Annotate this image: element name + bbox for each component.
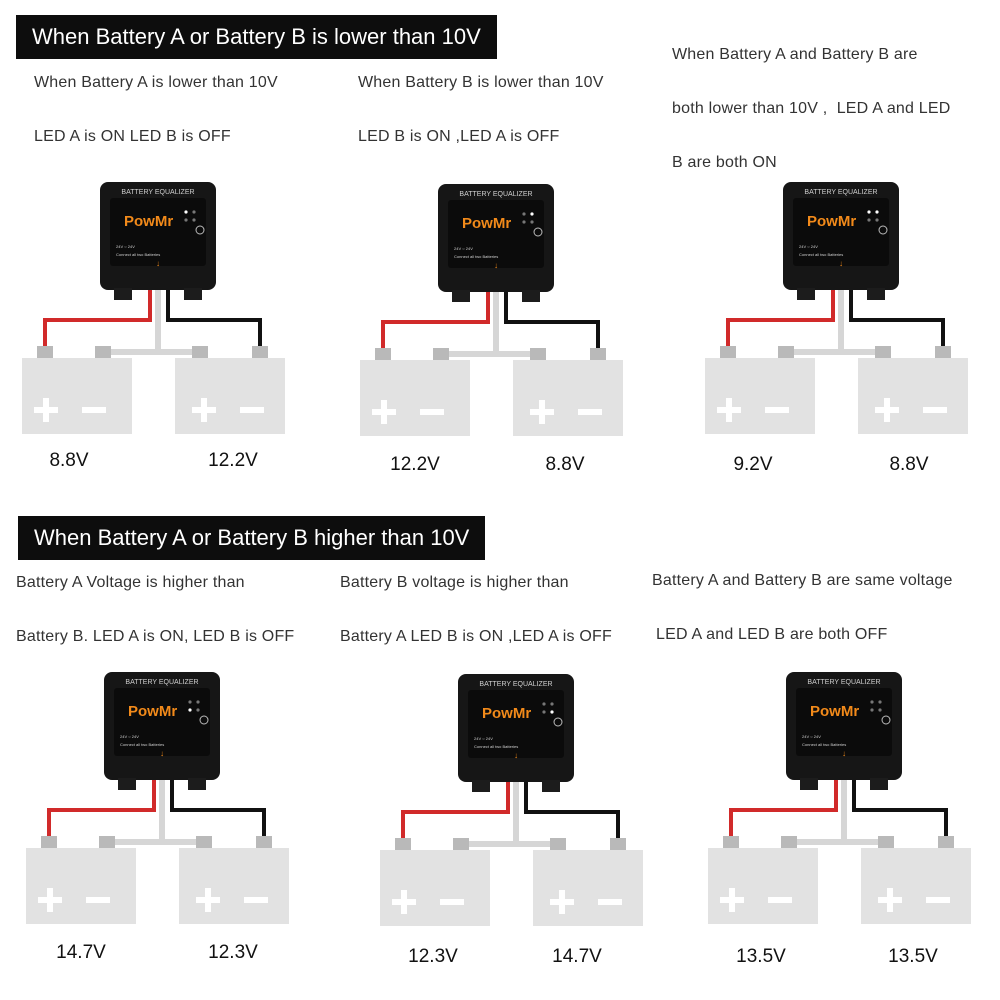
- equalizer-device: BATTERY EQUALIZER PowMr 24V ○ 24V Connec…: [786, 672, 902, 790]
- s1-1-battery-a-voltage: 8.8V: [49, 450, 89, 471]
- battery-a: [705, 346, 815, 434]
- s1-2-diagram: BATTERY EQUALIZER PowMr 24V ○ 24V Connec…: [358, 182, 628, 447]
- negative-wire: [170, 780, 266, 842]
- device-legend-1: 24V ○ 24V: [799, 244, 818, 249]
- s2-3-battery-a-voltage: 13.5V: [736, 946, 786, 967]
- s1-2-caption-line-1: When Battery B is lower than 10V: [358, 74, 604, 91]
- device-header-label: BATTERY EQUALIZER: [804, 189, 877, 196]
- s2-3-battery-b-voltage: 13.5V: [888, 946, 938, 967]
- device-legend-1: 24V ○ 24V: [454, 246, 473, 251]
- s2-2-diagram: BATTERY EQUALIZER PowMr 24V ○ 24V Connec…: [378, 672, 648, 937]
- device-legend-1: 24V ○ 24V: [116, 244, 135, 249]
- device-legend-2: Connect all two Batteries: [474, 744, 518, 749]
- s2-2-caption-line-2: Battery A LED B is ON ,LED A is OFF: [340, 628, 612, 645]
- equalizer-device: BATTERY EQUALIZER PowMr 24V ○ 24V Connec…: [438, 184, 554, 302]
- brand-logo: PowMr: [482, 705, 531, 722]
- section-1-banner: When Battery A or Battery B is lower tha…: [16, 15, 497, 59]
- device-legend-1: 24V ○ 24V: [474, 736, 493, 741]
- s1-2-caption-line-2: LED B is ON ,LED A is OFF: [358, 128, 560, 145]
- equalizer-device: BATTERY EQUALIZER PowMr 24V ○ 24V Connec…: [783, 182, 899, 300]
- s1-3-caption-line-3: B are both ON: [672, 154, 777, 171]
- brand-logo: PowMr: [462, 215, 511, 232]
- s2-3-wiring-svg: BATTERY EQUALIZER PowMr 24V ○ 24V Connec…: [708, 672, 971, 924]
- negative-wire: [524, 782, 620, 844]
- brand-logo: PowMr: [810, 703, 859, 720]
- s2-2-caption-line-1: Battery B voltage is higher than: [340, 574, 569, 591]
- s2-2-battery-a-voltage: 12.3V: [408, 946, 458, 967]
- svg-text:↓: ↓: [160, 749, 164, 758]
- battery-a: [26, 836, 136, 924]
- device-legend-1: 24V ○ 24V: [120, 734, 139, 739]
- s1-1-caption-line-2: LED A is ON LED B is OFF: [34, 128, 231, 145]
- s2-3-caption-line-2: LED A and LED B are both OFF: [656, 626, 888, 643]
- s1-3-battery-a-voltage: 9.2V: [733, 454, 773, 475]
- device-legend-2: Connect all two Batteries: [120, 742, 164, 747]
- positive-wire: [47, 780, 156, 842]
- s2-2-wiring-svg: BATTERY EQUALIZER PowMr 24V ○ 24V Connec…: [380, 674, 643, 926]
- battery-a: [708, 836, 818, 924]
- device-header-label: BATTERY EQUALIZER: [125, 679, 198, 686]
- s2-1-caption-line-1: Battery A Voltage is higher than: [16, 574, 245, 591]
- s1-3-diagram: BATTERY EQUALIZER PowMr 24V ○ 24V Connec…: [703, 180, 973, 445]
- s1-2-battery-b-voltage: 8.8V: [545, 454, 585, 475]
- s1-2-wiring-svg: BATTERY EQUALIZER PowMr 24V ○ 24V Connec…: [360, 184, 623, 436]
- s2-1-battery-a-voltage: 14.7V: [56, 942, 106, 963]
- s1-1-diagram: BATTERY EQUALIZER PowMr 24V ○ 24V Connec…: [20, 180, 290, 445]
- device-header-label: BATTERY EQUALIZER: [807, 679, 880, 686]
- equalizer-device: BATTERY EQUALIZER PowMr 24V ○ 24V Connec…: [104, 672, 220, 790]
- positive-wire: [729, 780, 838, 842]
- device-header-label: BATTERY EQUALIZER: [121, 189, 194, 196]
- s2-1-battery-b-voltage: 12.3V: [208, 942, 258, 963]
- device-header-label: BATTERY EQUALIZER: [479, 681, 552, 688]
- s1-3-caption-line-1: When Battery A and Battery B are: [672, 46, 918, 63]
- device-header-label: BATTERY EQUALIZER: [459, 191, 532, 198]
- device-legend-2: Connect all two Batteries: [116, 252, 160, 257]
- section-2-banner: When Battery A or Battery B higher than …: [18, 516, 486, 560]
- battery-a: [22, 346, 132, 434]
- s1-3-caption-line-2: both lower than 10V , LED A and LED: [672, 100, 951, 117]
- negative-wire: [166, 290, 262, 352]
- svg-text:↓: ↓: [514, 751, 518, 760]
- svg-text:↓: ↓: [839, 259, 843, 268]
- device-legend-2: Connect all two Batteries: [454, 254, 498, 259]
- battery-b: [861, 836, 971, 924]
- device-legend-1: 24V ○ 24V: [802, 734, 821, 739]
- svg-text:↓: ↓: [156, 259, 160, 268]
- s2-2-battery-b-voltage: 14.7V: [552, 946, 602, 967]
- svg-text:↓: ↓: [494, 261, 498, 270]
- battery-b: [533, 838, 643, 926]
- negative-wire: [852, 780, 948, 842]
- positive-wire: [401, 782, 510, 844]
- s2-1-caption-line-2: Battery B. LED A is ON, LED B is OFF: [16, 628, 295, 645]
- device-legend-2: Connect all two Batteries: [802, 742, 846, 747]
- negative-wire: [504, 292, 600, 354]
- s1-3-battery-b-voltage: 8.8V: [889, 454, 929, 475]
- battery-b: [179, 836, 289, 924]
- brand-logo: PowMr: [807, 213, 856, 230]
- brand-logo: PowMr: [124, 213, 173, 230]
- battery-a: [360, 348, 470, 436]
- s2-1-diagram: BATTERY EQUALIZER PowMr 24V ○ 24V Connec…: [24, 670, 294, 935]
- s2-1-wiring-svg: BATTERY EQUALIZER PowMr 24V ○ 24V Connec…: [26, 672, 289, 924]
- positive-wire: [381, 292, 490, 354]
- s1-1-caption-line-1: When Battery A is lower than 10V: [34, 74, 278, 91]
- device-legend-2: Connect all two Batteries: [799, 252, 843, 257]
- equalizer-device: BATTERY EQUALIZER PowMr 24V ○ 24V Connec…: [100, 182, 216, 300]
- svg-text:↓: ↓: [842, 749, 846, 758]
- s1-3-wiring-svg: BATTERY EQUALIZER PowMr 24V ○ 24V Connec…: [705, 182, 968, 434]
- s2-3-caption-line-1: Battery A and Battery B are same voltage: [652, 572, 953, 589]
- s2-3-diagram: BATTERY EQUALIZER PowMr 24V ○ 24V Connec…: [706, 670, 976, 935]
- negative-wire: [849, 290, 945, 352]
- positive-wire: [43, 290, 152, 352]
- equalizer-device: BATTERY EQUALIZER PowMr 24V ○ 24V Connec…: [458, 674, 574, 792]
- s1-1-wiring-svg: BATTERY EQUALIZER PowMr 24V ○ 24V Connec…: [22, 182, 285, 434]
- brand-logo: PowMr: [128, 703, 177, 720]
- battery-b: [858, 346, 968, 434]
- battery-b: [513, 348, 623, 436]
- positive-wire: [726, 290, 835, 352]
- s1-2-battery-a-voltage: 12.2V: [390, 454, 440, 475]
- battery-a: [380, 838, 490, 926]
- s1-1-battery-b-voltage: 12.2V: [208, 450, 258, 471]
- battery-b: [175, 346, 285, 434]
